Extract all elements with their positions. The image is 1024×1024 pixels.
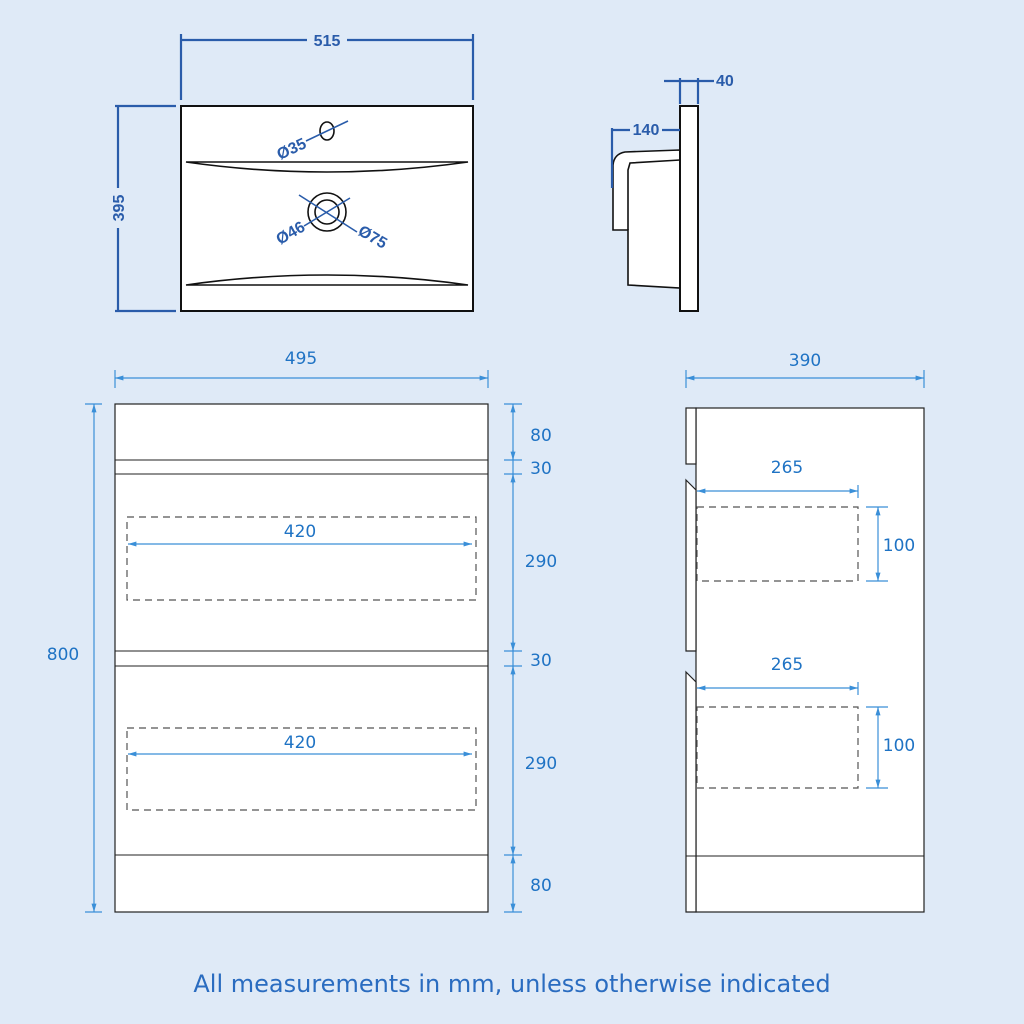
drawer-2-width-label: 420 (284, 733, 316, 753)
basin-width-label: 515 (314, 33, 341, 50)
plinth-label: 80 (530, 876, 552, 896)
drawer-2-internal (126, 727, 477, 811)
side-drawer-1-depth-label: 265 (771, 458, 803, 478)
side-drawer-2-depth-label: 265 (771, 655, 803, 675)
basin-depth-label: 395 (111, 195, 128, 222)
drawer-2-height-label: 290 (525, 754, 557, 774)
basin-front-edge (185, 274, 469, 286)
drawer-1-width-label: 420 (284, 522, 316, 542)
drawer-1-internal (126, 516, 477, 601)
tap-hole (319, 121, 335, 141)
bowl-depth-label: 140 (633, 122, 660, 139)
cabinet-front-view: 420 420 495 800 80 30 290 30 290 (47, 349, 557, 913)
cabinet-depth-label: 390 (789, 351, 821, 371)
cabinet-height-label: 800 (47, 645, 79, 665)
cabinet-side-view: 265 265 100 100 390 (685, 351, 925, 913)
gap-2-label: 30 (530, 651, 552, 671)
basin-thickness-label: 40 (716, 73, 734, 90)
basin-top-view: Ø35 Ø46 Ø75 515 395 (111, 33, 475, 313)
gap-1-label: 30 (530, 459, 552, 479)
cabinet-width-label: 495 (285, 349, 317, 369)
waste-inner (314, 199, 340, 225)
drawer-1-height-label: 290 (525, 552, 557, 572)
side-drawer-1-height-label: 100 (883, 536, 915, 556)
waste-outer (307, 192, 347, 232)
side-drawer-2-height-label: 100 (883, 736, 915, 756)
footer-note: All measurements in mm, unless otherwise… (193, 970, 830, 998)
basin-side-view: 40 140 (610, 73, 734, 312)
side-drawer-1-internal (696, 506, 859, 582)
top-rail-label: 80 (530, 426, 552, 446)
basin-back-edge (185, 161, 469, 173)
